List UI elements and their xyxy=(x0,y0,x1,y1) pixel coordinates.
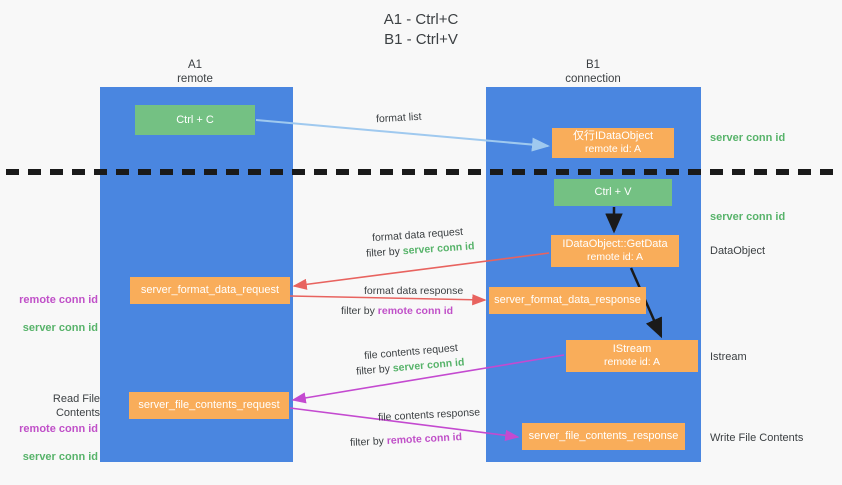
page-title: A1 - Ctrl+C B1 - Ctrl+V xyxy=(383,11,459,48)
filter-prefix: filter by xyxy=(349,435,388,449)
box-ctrl-c-label: Ctrl + C xyxy=(176,113,214,126)
filter-prefix: filter by xyxy=(365,245,404,260)
box-idataobject-remote-line1: 仅行IDataObject xyxy=(572,130,654,142)
annotation-server-conn-id-top: server conn id xyxy=(710,132,786,144)
annotation-write-file-contents: Write File Contents xyxy=(710,432,804,444)
annotation-conn-ids-file: remote conn id server conn id xyxy=(8,408,98,478)
box-server-format-data-request-label: server_format_data_request xyxy=(140,284,280,296)
filter-key-remote-conn-id: remote conn id xyxy=(377,305,454,317)
box-istream-line1: IStream xyxy=(612,343,652,355)
box-idataobject-getdata[interactable]: IDataObject::GetData remote id: A xyxy=(551,235,679,267)
edge-label-file-contents-response-filter: filter by remote conn id xyxy=(350,430,463,450)
filter-prefix: filter by xyxy=(341,305,378,317)
edge-label-format-data-response: format data response xyxy=(364,285,464,297)
annotation-server-conn-id-mid: server conn id xyxy=(710,211,786,223)
annotation-remote-conn-id: remote conn id xyxy=(19,294,98,306)
box-server-format-data-response-label: server_format_data_response xyxy=(494,294,641,306)
box-server-file-contents-response-label: server_file_contents_response xyxy=(528,430,679,442)
box-idataobject-remote[interactable]: 仅行IDataObject remote id: A xyxy=(552,128,674,158)
filter-key-remote-conn-id: remote conn id xyxy=(386,431,463,447)
edge-label-format-list: format list xyxy=(375,110,422,126)
box-server-file-contents-request[interactable]: server_file_contents_request xyxy=(129,392,289,419)
box-server-file-contents-request-label: server_file_contents_request xyxy=(138,399,280,411)
annotation-server-conn-id: server conn id xyxy=(22,322,98,334)
column-header-a1: A1 remote xyxy=(177,59,213,85)
edge-label-file-contents-response: file contents response xyxy=(377,406,481,424)
box-istream[interactable]: IStream remote id: A xyxy=(566,340,698,372)
box-getdata-line1: IDataObject::GetData xyxy=(562,238,668,250)
box-server-format-data-response[interactable]: server_format_data_response xyxy=(489,287,646,314)
edge-label-format-data-response-filter: filter by remote conn id xyxy=(341,304,453,318)
box-ctrl-v[interactable]: Ctrl + V xyxy=(554,179,672,206)
annotation-conn-ids-format: remote conn id server conn id xyxy=(8,279,98,349)
filter-prefix: filter by xyxy=(355,362,394,378)
box-getdata-line2: remote id: A xyxy=(586,251,644,263)
annotation-dataobject: DataObject xyxy=(710,245,766,257)
annotation-read-file-contents: Read File Contents xyxy=(52,393,100,419)
box-idataobject-remote-line2: remote id: A xyxy=(584,143,642,155)
annotation-server-conn-id: server conn id xyxy=(22,451,98,463)
annotation-istream: Istream xyxy=(710,351,747,363)
box-server-format-data-request[interactable]: server_format_data_request xyxy=(130,277,290,304)
annotation-remote-conn-id: remote conn id xyxy=(19,423,98,435)
box-istream-line2: remote id: A xyxy=(603,356,661,368)
box-server-file-contents-response[interactable]: server_file_contents_response xyxy=(522,423,685,450)
box-ctrl-v-label: Ctrl + V xyxy=(594,186,632,198)
box-ctrl-c[interactable]: Ctrl + C xyxy=(135,105,255,135)
filter-key-server-conn-id: server conn id xyxy=(402,240,475,258)
column-header-b1: B1 connection xyxy=(565,59,621,85)
